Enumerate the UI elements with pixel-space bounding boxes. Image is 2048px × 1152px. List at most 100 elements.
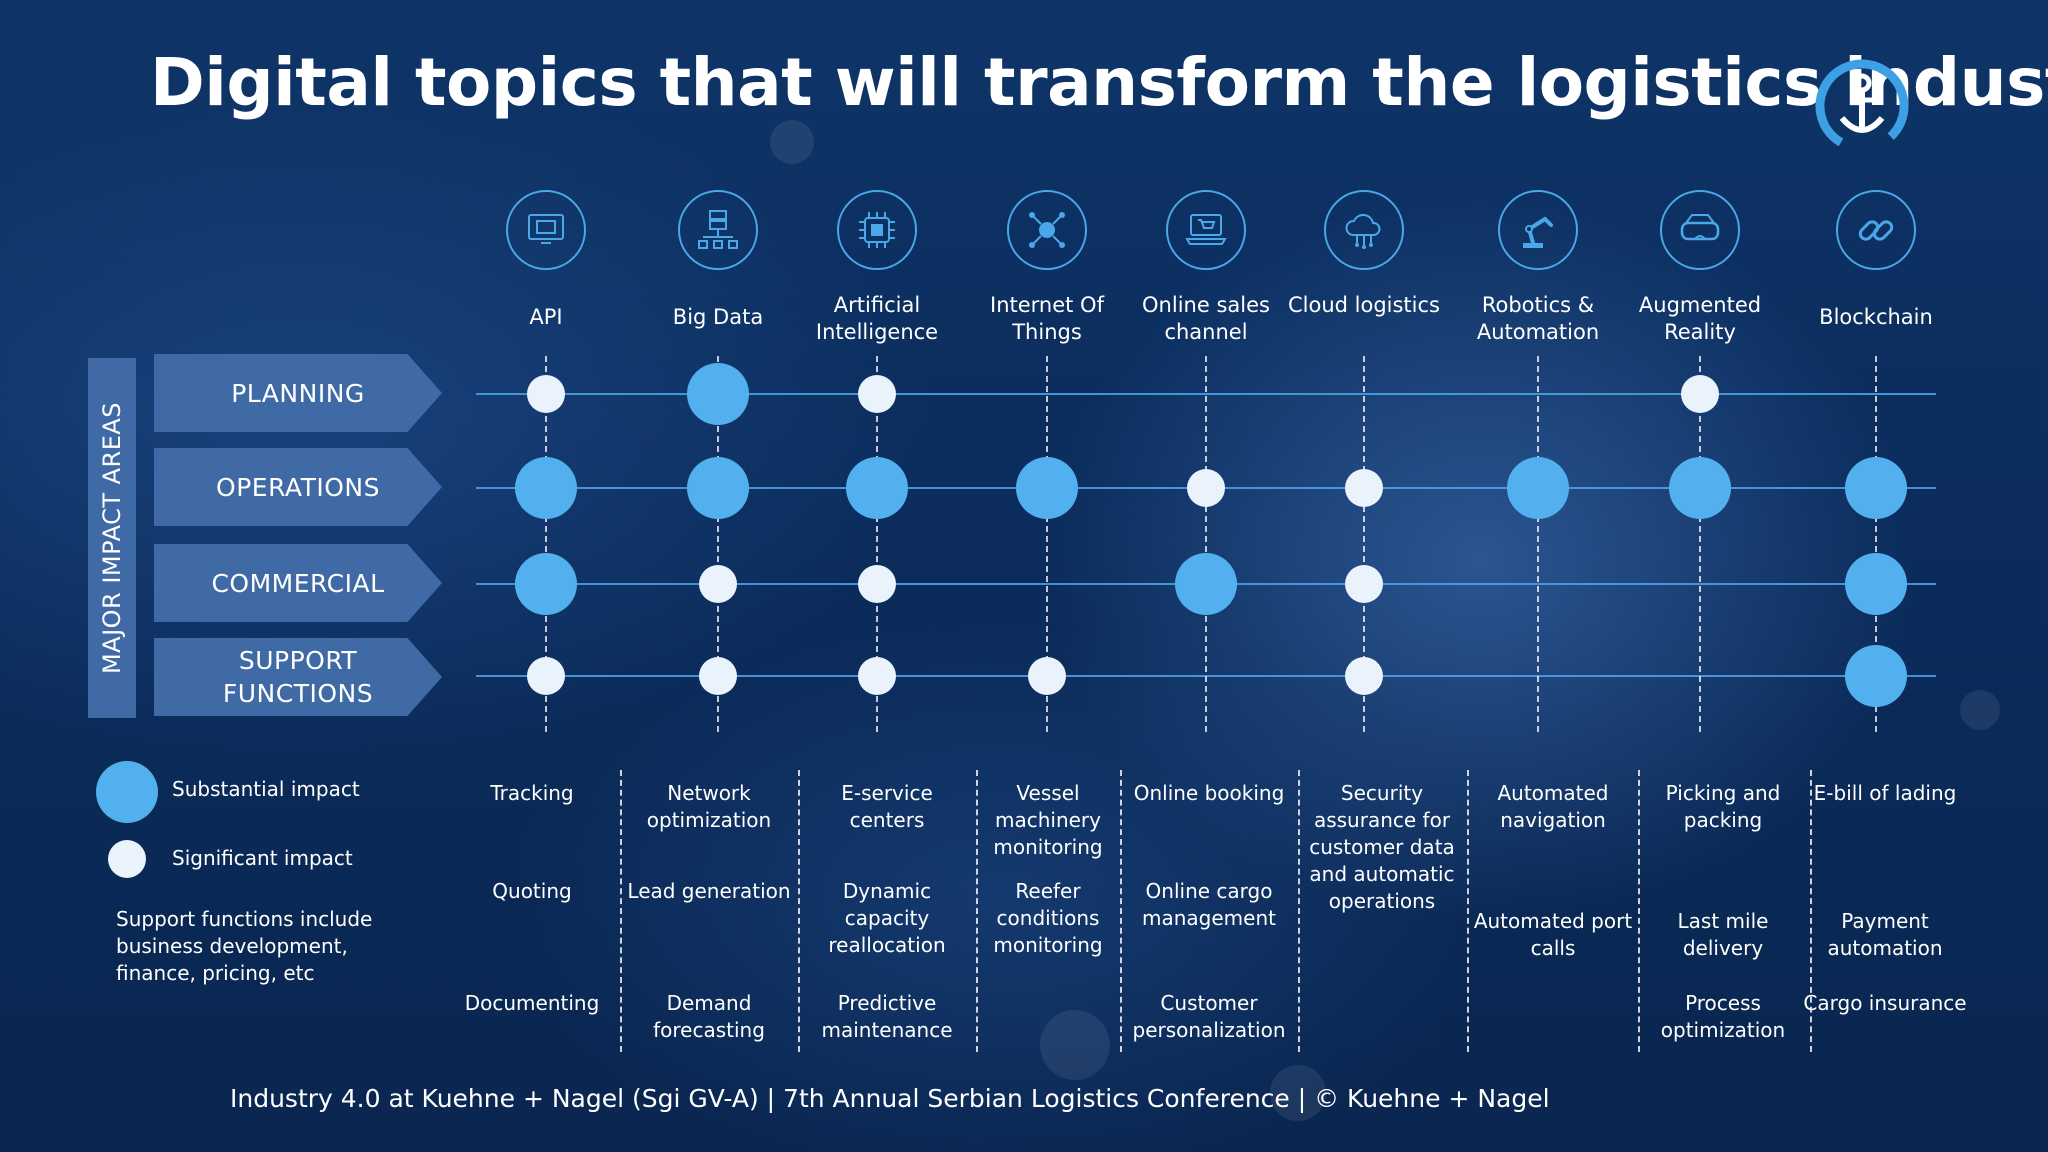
major-impact-areas-label: MAJOR IMPACT AREAS xyxy=(88,358,136,718)
use-case-example: E-service centers xyxy=(841,781,933,832)
example-column-separator xyxy=(1638,770,1640,1052)
topic-label: Internet Of Things xyxy=(990,293,1104,344)
significant-impact-dot xyxy=(1345,657,1383,695)
use-case-example: Lead generation xyxy=(627,879,791,903)
use-case-example: Last mile delivery xyxy=(1677,909,1769,960)
topic-column-line xyxy=(1537,356,1539,732)
topic-column-line xyxy=(1046,356,1048,732)
substantial-impact-dot xyxy=(1845,457,1907,519)
topic-column-line xyxy=(1875,356,1877,732)
use-case-example: Documenting xyxy=(464,991,600,1015)
background-bubble xyxy=(1040,1010,1110,1080)
cloud-icon xyxy=(1324,190,1404,270)
significant-impact-dot xyxy=(527,375,565,413)
substantial-impact-dot xyxy=(1845,553,1907,615)
use-case-example: Predictive maintenance xyxy=(821,991,953,1042)
use-case-example: E-bill of lading xyxy=(1813,781,1957,805)
substantial-impact-dot xyxy=(1016,457,1078,519)
legend-substantial-label: Substantial impact xyxy=(172,777,360,801)
background-bubble xyxy=(1960,690,2000,730)
substantial-impact-dot xyxy=(1507,457,1569,519)
example-column-separator xyxy=(1298,770,1300,1052)
use-case-example: Online booking xyxy=(1133,781,1285,805)
significant-impact-dot xyxy=(858,565,896,603)
topic-label: Big Data xyxy=(672,305,764,329)
support-functions-note: Support functions include business devel… xyxy=(116,907,373,985)
computer-chip-icon xyxy=(506,190,586,270)
example-column-separator xyxy=(1467,770,1469,1052)
impact-area-label: SUPPORT FUNCTIONS xyxy=(222,646,374,708)
significant-impact-dot xyxy=(1187,469,1225,507)
footer-text: Industry 4.0 at Kuehne + Nagel (Sgi GV-A… xyxy=(230,1084,1550,1113)
substantial-impact-dot xyxy=(1175,553,1237,615)
example-column-separator xyxy=(976,770,978,1052)
anchor-logo-icon xyxy=(1812,56,1912,156)
use-case-example: Process optimization xyxy=(1660,991,1786,1042)
substantial-impact-dot xyxy=(515,457,577,519)
topic-label: Online sales channel xyxy=(1142,293,1270,344)
iot-network-icon xyxy=(1007,190,1087,270)
topic-column-line xyxy=(1205,356,1207,732)
significant-impact-dot xyxy=(699,565,737,603)
substantial-impact-dot xyxy=(515,553,577,615)
impact-area-label: OPERATIONS xyxy=(216,472,380,502)
use-case-example: Tracking xyxy=(490,781,574,805)
topic-label: Artificial Intelligence xyxy=(815,293,939,344)
side-label-text: MAJOR IMPACT AREAS xyxy=(98,401,126,675)
example-column-separator xyxy=(798,770,800,1052)
substantial-impact-dot xyxy=(1845,645,1907,707)
background-bubble xyxy=(1270,1065,1326,1121)
topic-label: Cloud logistics xyxy=(1287,293,1440,317)
topic-column-line xyxy=(545,356,547,732)
use-case-example: Network optimization xyxy=(646,781,772,832)
example-column-separator xyxy=(1120,770,1122,1052)
topic-column-line xyxy=(1363,356,1365,732)
impact-area-commercial: COMMERCIAL xyxy=(154,544,442,622)
background-bubble xyxy=(770,120,814,164)
significant-impact-dot xyxy=(1345,469,1383,507)
page-title: Digital topics that will transform the l… xyxy=(150,44,2048,121)
impact-area-label: COMMERCIAL xyxy=(211,568,385,598)
substantial-impact-dot xyxy=(687,457,749,519)
use-case-example: Online cargo management xyxy=(1142,879,1276,930)
topic-column-line xyxy=(876,356,878,732)
impact-area-support-functions: SUPPORT FUNCTIONS xyxy=(154,638,442,716)
use-case-example: Customer personalization xyxy=(1132,991,1286,1042)
significant-impact-dot xyxy=(858,375,896,413)
laptop-cart-icon xyxy=(1166,190,1246,270)
impact-area-planning: PLANNING xyxy=(154,354,442,432)
processor-chip-icon xyxy=(837,190,917,270)
use-case-example: Payment automation xyxy=(1827,909,1943,960)
significant-impact-dot xyxy=(1028,657,1066,695)
use-case-example: Cargo insurance xyxy=(1803,991,1967,1015)
topic-column-line xyxy=(717,356,719,732)
vr-headset-icon xyxy=(1660,190,1740,270)
impact-area-label: PLANNING xyxy=(231,378,365,408)
example-column-separator xyxy=(1810,770,1812,1052)
legend-significant-label: Significant impact xyxy=(172,846,353,870)
topic-label: Robotics & Automation xyxy=(1476,293,1600,344)
substantial-impact-dot xyxy=(687,363,749,425)
server-network-icon xyxy=(678,190,758,270)
use-case-example: Quoting xyxy=(492,879,572,903)
significant-impact-dot xyxy=(527,657,565,695)
chain-link-icon xyxy=(1836,190,1916,270)
use-case-example: Reefer conditions monitoring xyxy=(993,879,1103,957)
legend-substantial-dot xyxy=(96,761,158,823)
robot-arm-icon xyxy=(1498,190,1578,270)
use-case-example: Security assurance for customer data and… xyxy=(1309,781,1455,913)
substantial-impact-dot xyxy=(1669,457,1731,519)
use-case-example: Dynamic capacity reallocation xyxy=(828,879,946,957)
topic-label: API xyxy=(529,305,563,329)
topic-label: Blockchain xyxy=(1819,305,1933,329)
impact-area-operations: OPERATIONS xyxy=(154,448,442,526)
use-case-example: Picking and packing xyxy=(1665,781,1781,832)
use-case-example: Demand forecasting xyxy=(653,991,765,1042)
legend-significant-dot xyxy=(108,840,146,878)
use-case-example: Vessel machinery monitoring xyxy=(993,781,1103,859)
significant-impact-dot xyxy=(1345,565,1383,603)
use-case-example: Automated navigation xyxy=(1497,781,1609,832)
significant-impact-dot xyxy=(1681,375,1719,413)
significant-impact-dot xyxy=(858,657,896,695)
significant-impact-dot xyxy=(699,657,737,695)
